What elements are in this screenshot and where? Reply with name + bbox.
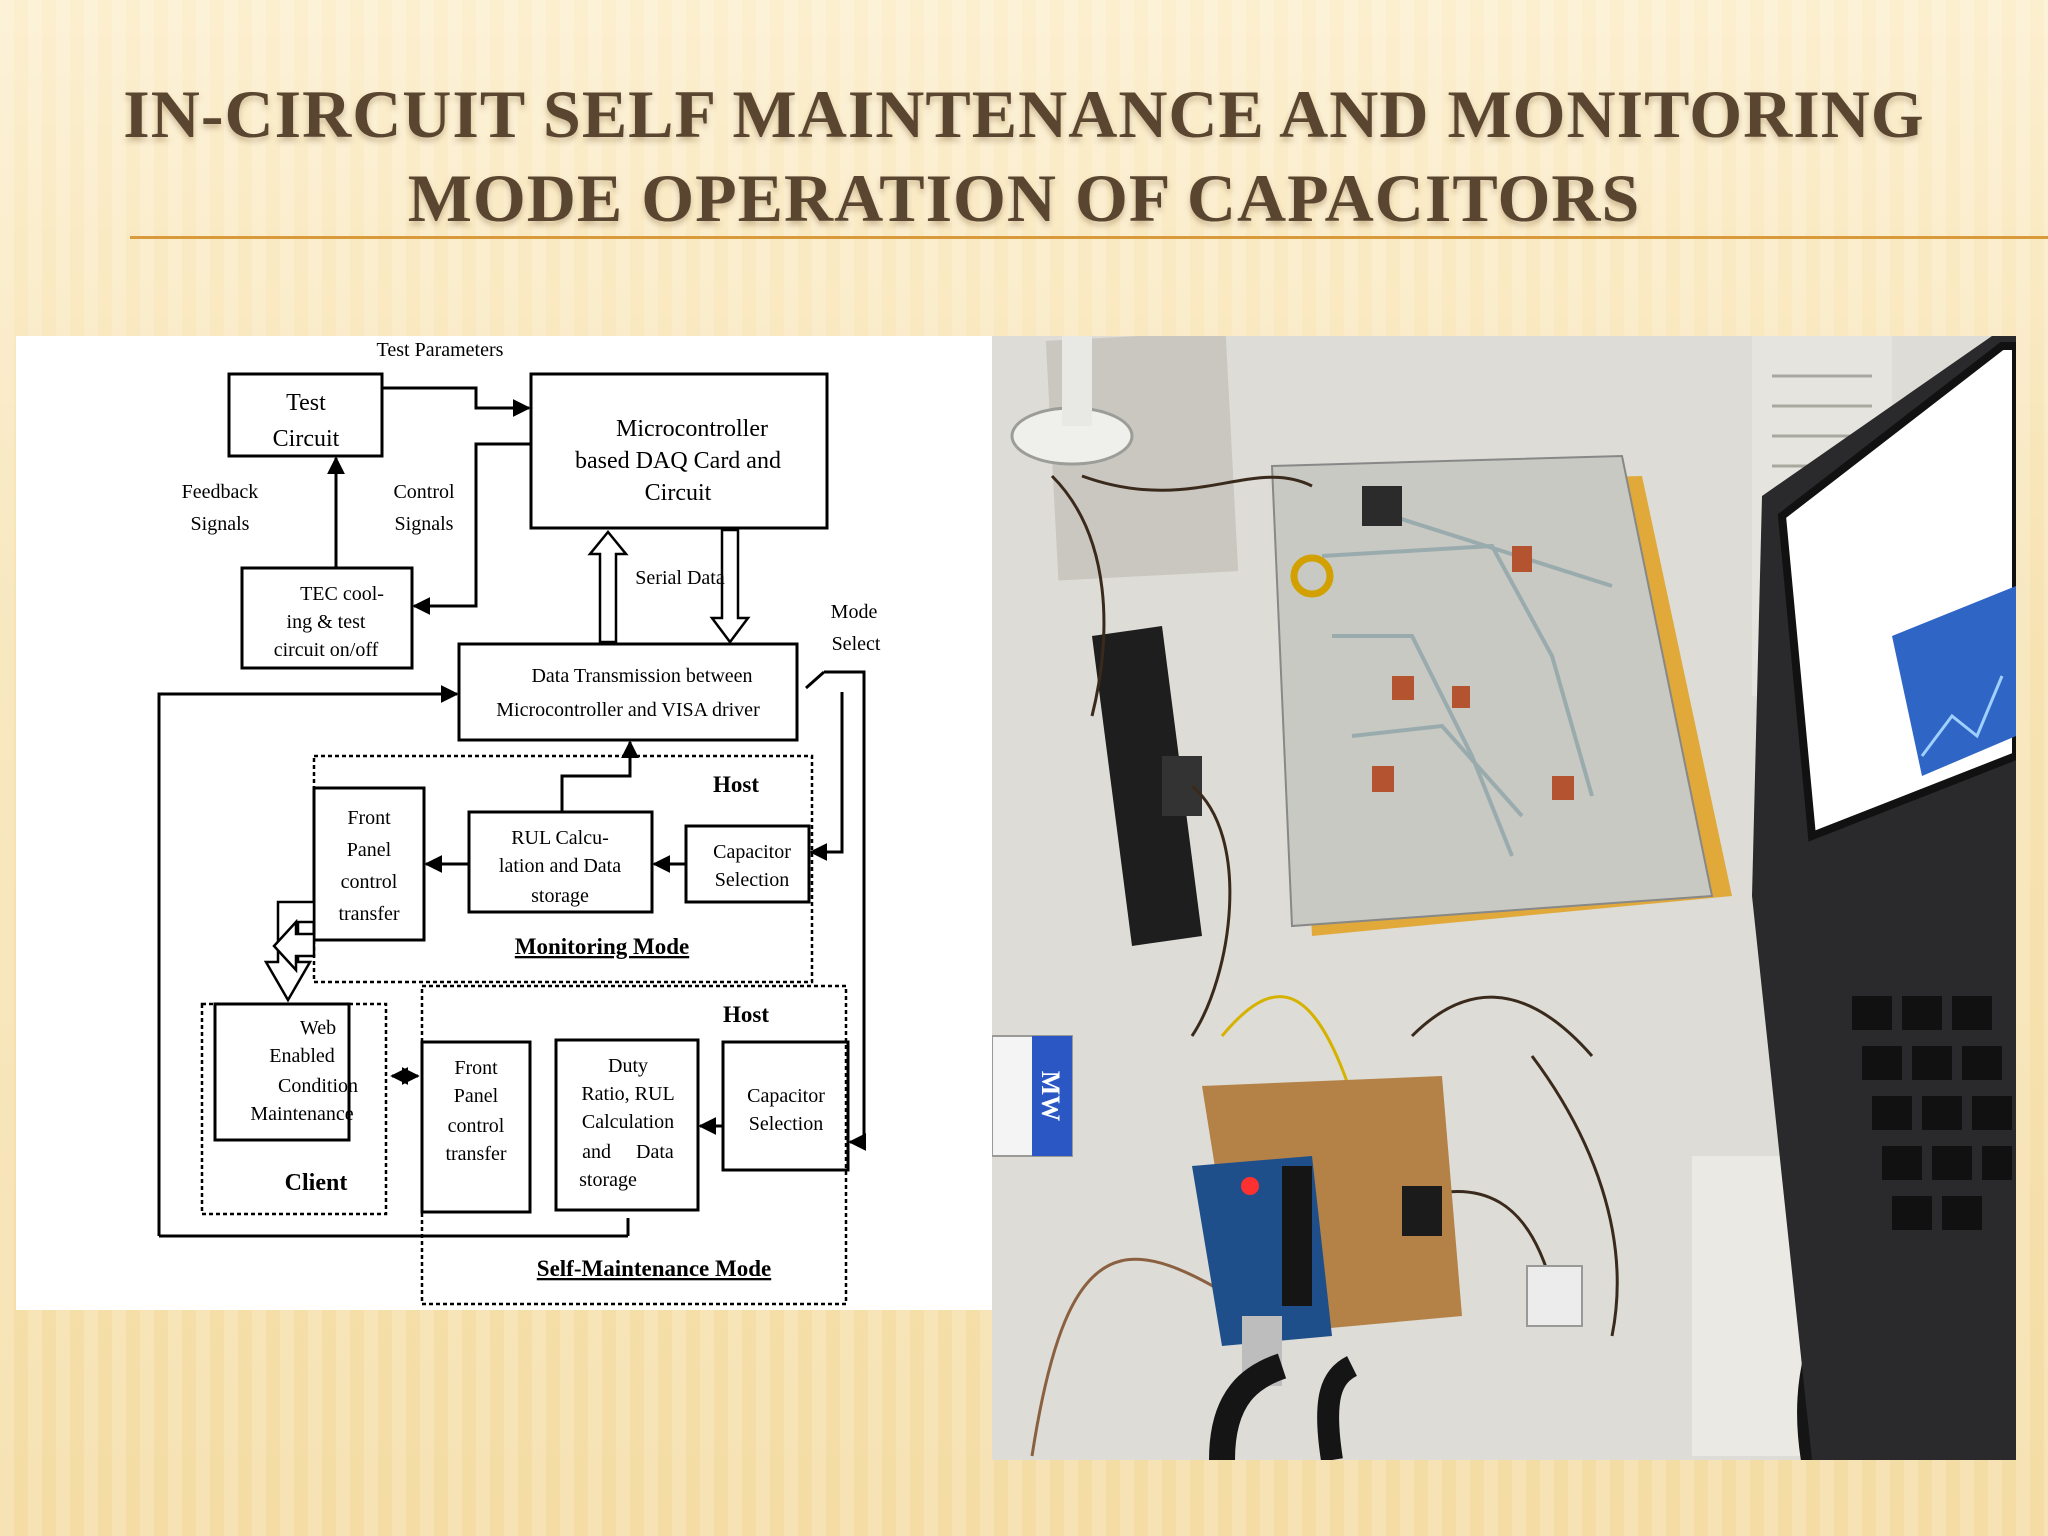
slide-title: IN-CIRCUIT SELF MAINTENANCE AND MONITORI… <box>0 72 2048 240</box>
black-device <box>1092 626 1202 946</box>
test-circuit-line-1: Test <box>286 390 326 416</box>
front-panel-1-line-1: Front <box>347 807 391 829</box>
mode-select-line-2: Select <box>832 633 881 655</box>
mode-select-arrow-1 <box>809 692 844 861</box>
front-panel-1-line-3: control <box>341 871 398 893</box>
test-circuit-box <box>227 372 384 458</box>
slide-title-line-2: MODE OPERATION OF CAPACITORS <box>407 160 1641 236</box>
rul-calc-line-1: RUL Calcu- <box>511 827 609 849</box>
client-group <box>200 1002 388 1216</box>
hardware-photo-svg: MW <box>992 336 2016 1460</box>
control-signals-arrow <box>412 442 531 615</box>
microcontroller-line-3: Circuit <box>645 480 712 506</box>
data-transmission-box <box>457 642 799 742</box>
duty-ratio-line-4: and Data <box>582 1141 674 1163</box>
monitoring-host-group <box>312 754 814 984</box>
capacitor-selection-2-line-1: Capacitor <box>747 1085 825 1107</box>
monitoring-mode-label: Monitoring Mode <box>515 934 689 959</box>
microcontroller-line-1: Microcontroller <box>616 416 768 442</box>
front-panel-2-line-4: transfer <box>445 1143 506 1165</box>
rul-calc-line-3: storage <box>531 885 589 907</box>
serial-data-down-arrow <box>709 528 751 645</box>
front-panel-2-line-3: control <box>448 1115 505 1137</box>
microcontroller-line-2: based DAQ Card and <box>575 448 781 474</box>
web-to-front-arrow <box>272 918 316 974</box>
host-self-label: Host <box>723 1002 769 1027</box>
duty-ratio-line-1: Duty <box>608 1055 648 1077</box>
control-signals-line-1: Control <box>393 481 455 503</box>
web-enabled-line-4: Maintenance <box>250 1103 353 1125</box>
web-enabled-line-2: Enabled <box>269 1045 335 1067</box>
hardware-photo: MW <box>992 336 2016 1460</box>
test-params-arrow <box>382 386 531 417</box>
data-transmission-line-1: Data Transmission between <box>531 665 752 687</box>
duty-ratio-line-5: storage <box>579 1169 637 1191</box>
mode-select-arrow-2 <box>824 670 867 1151</box>
client-label: Client <box>285 1170 348 1196</box>
web-enabled-line-1: Web <box>300 1017 336 1039</box>
feedback-signals-line-1: Feedback <box>182 481 259 503</box>
main-pcb <box>1270 454 1714 928</box>
capacitor-selection-2-line-2: Selection <box>749 1113 823 1135</box>
battery-label: MW <box>1036 1071 1065 1122</box>
web-enabled-line-3: Condition <box>278 1075 358 1097</box>
control-signals-line-2: Signals <box>395 513 454 535</box>
tec-cooling-line-3: circuit on/off <box>274 639 379 661</box>
serial-data-label: Serial Data <box>635 567 725 589</box>
tec-cooling-line-2: ing & test <box>287 611 366 633</box>
duty-ratio-line-3: Calculation <box>582 1111 674 1133</box>
front-panel-1-line-4: transfer <box>338 903 399 925</box>
title-underline <box>130 236 2048 239</box>
self-maint-return-line <box>159 1218 630 1238</box>
feedback-signals-line-2: Signals <box>191 513 250 535</box>
test-circuit-line-2: Circuit <box>273 426 340 452</box>
front-panel-2-line-1: Front <box>454 1057 498 1079</box>
transformer <box>1362 486 1402 526</box>
front-panel-2-line-2: Panel <box>454 1085 499 1107</box>
test-parameters-label: Test Parameters <box>377 339 504 361</box>
tec-cooling-box <box>240 566 414 670</box>
host-monitoring-label: Host <box>713 772 759 797</box>
tec-cooling-line-1: TEC cool- <box>300 583 384 605</box>
mode-select-line-1: Mode <box>831 601 878 623</box>
self-maintenance-mode-label: Self-Maintenance Mode <box>537 1256 771 1281</box>
microcontroller-box <box>529 372 829 530</box>
capacitor-selection-1-line-1: Capacitor <box>713 841 791 863</box>
data-transmission-line-2: Microcontroller and VISA driver <box>496 699 760 721</box>
block-diagram: Test Parameters Test Circuit Microcontro… <box>16 336 992 1310</box>
slide-title-line-1: IN-CIRCUIT SELF MAINTENANCE AND MONITORI… <box>123 76 1925 152</box>
self-maintenance-host-group <box>420 984 848 1306</box>
block-diagram-svg: Test Parameters Test Circuit Microcontro… <box>157 339 881 1306</box>
rul-to-data-arrow <box>560 740 639 812</box>
rul-calc-line-2: lation and Data <box>499 855 621 877</box>
capacitor-selection-box-2 <box>721 1040 850 1172</box>
serial-data-up-arrow <box>587 530 629 644</box>
duty-ratio-box <box>554 1038 700 1212</box>
front-panel-box-2 <box>420 1040 532 1214</box>
front-panel-1-line-2: Panel <box>347 839 392 861</box>
client-feedback-arrow <box>157 685 459 1236</box>
duty-ratio-line-2: Ratio, RUL <box>581 1083 674 1105</box>
capacitor-selection-1-line-2: Selection <box>715 869 789 891</box>
mode-select-switch <box>805 670 825 690</box>
